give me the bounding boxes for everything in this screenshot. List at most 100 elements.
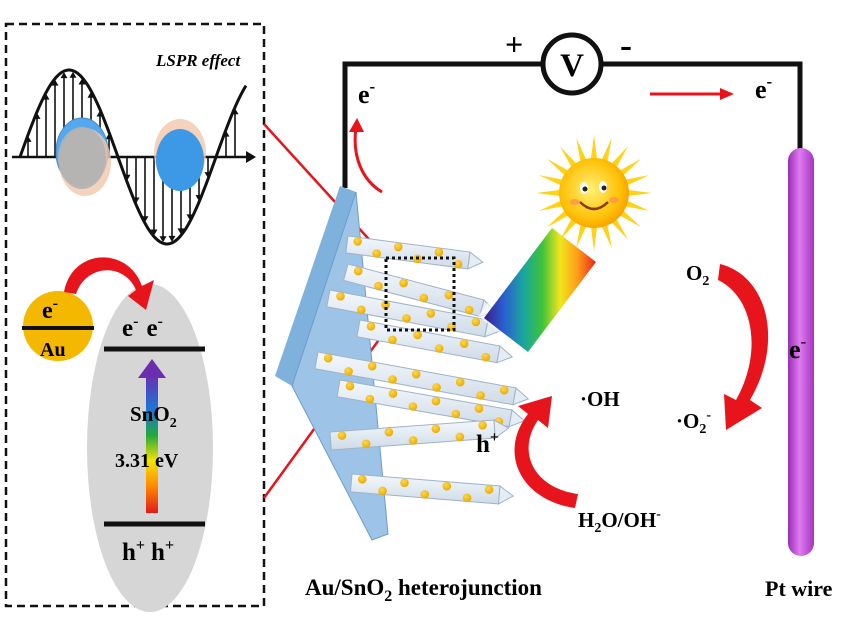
oxidation-reaction: ·OH h+ H2O/OH-: [476, 387, 661, 536]
nanorod-body: [345, 235, 471, 270]
au-nanoparticle: [400, 478, 409, 488]
au-nanoparticle: [471, 317, 481, 327]
au-nanoparticle: [353, 266, 363, 276]
au-nanoparticle: [381, 300, 390, 310]
au-nanoparticle: [365, 394, 375, 404]
sun-ray: [576, 137, 587, 162]
pt-wire-icon: [788, 148, 814, 556]
au-nanoparticle: [462, 493, 472, 503]
circuit-wire-right: [602, 61, 803, 152]
sun-ray: [601, 224, 612, 249]
au-nanoparticle: [459, 339, 469, 349]
au-nanoparticle: [434, 344, 444, 353]
pt-electron: e-: [789, 332, 807, 364]
au-nanoparticle: [353, 237, 362, 246]
au-nanoparticle: [367, 361, 377, 371]
sun-ray: [559, 218, 577, 240]
electron-label-left: e-: [358, 77, 376, 109]
sun-ray: [547, 210, 569, 228]
bandgap-arrow-shaft: [146, 375, 158, 513]
field-arrowhead: [51, 79, 59, 86]
superoxide-label: ·O2-: [676, 408, 711, 437]
au-nanoparticle: [474, 404, 484, 413]
au-nanoparticle: [388, 389, 398, 398]
electron-transfer-arrow: [64, 257, 154, 310]
au-nanoparticle: [420, 490, 430, 499]
sine-wave: [18, 68, 248, 246]
bandgap-value: 3.31 eV: [115, 450, 179, 472]
au-nanoparticle: [455, 432, 465, 442]
nanorod: [349, 473, 515, 505]
au-nanoparticle: [388, 335, 397, 345]
au-nanoparticle: [431, 424, 441, 434]
au-nanoparticle: [419, 293, 429, 303]
au-nanoparticle: [455, 377, 465, 387]
vb-holes: h+h+: [122, 537, 174, 566]
hydroxyl-radical: ·OH: [580, 387, 620, 411]
circuit-wire-left: [342, 61, 542, 188]
electron-flow-arrow-up: [353, 127, 383, 194]
rainbow-beam: [484, 228, 596, 352]
au-nanoparticle: [451, 409, 461, 419]
au-nanoparticle: [478, 421, 487, 430]
au-nanoparticle: [432, 383, 441, 392]
pt-cathode: e- Pt wire: [765, 148, 833, 601]
sun-ray: [601, 137, 612, 162]
heterojunction-caption: Au/SnO2 heterojunction: [305, 575, 542, 605]
sun-ray: [619, 210, 641, 228]
au-nanoparticle: [431, 396, 441, 406]
au-nanoparticle: [453, 259, 463, 269]
nanorod-tip: [512, 387, 530, 406]
sun-ray: [590, 135, 598, 160]
au-nanoparticle: [399, 278, 408, 288]
sun-ray: [547, 158, 569, 176]
sun-ray: [576, 224, 587, 249]
oxygen-label: O2: [686, 261, 709, 289]
sun-smile: [579, 201, 609, 211]
electron-label-right: e-: [755, 72, 773, 104]
au-nanoparticle: [411, 369, 421, 379]
positive-terminal: +: [505, 26, 523, 62]
au-nanoparticle: [366, 322, 376, 331]
pt-wire-label: Pt wire: [765, 576, 833, 601]
photoanode: [275, 186, 530, 541]
sun-ray: [536, 189, 561, 197]
sun-disc: [559, 158, 629, 228]
au-nanoparticle: [384, 427, 394, 437]
au-nanoparticle: [361, 439, 371, 449]
au-nanoparticle: [323, 353, 333, 363]
nanorod: [329, 419, 510, 451]
reduction-reaction: O2 ·O2-: [676, 261, 769, 437]
au-nanoparticle: [426, 309, 436, 318]
nanoparticle-left: [58, 127, 106, 189]
au-nanoparticle: [357, 305, 366, 315]
sun-ray: [627, 189, 652, 197]
field-arrowhead: [177, 228, 185, 235]
oxidation-arrow: [514, 396, 578, 508]
sun-icon: [536, 135, 652, 251]
au-nanoparticle: [444, 290, 454, 300]
bandgap-arrow-head: [138, 359, 166, 378]
field-arrowhead: [159, 236, 167, 243]
zoom-box: [384, 256, 456, 332]
sun-ray: [611, 218, 629, 240]
sun-ray: [625, 200, 650, 211]
au-nanoparticle: [372, 249, 382, 258]
au-nanoparticle: [337, 431, 347, 440]
au-nanoparticle: [442, 481, 452, 491]
au-electron: e-: [42, 295, 58, 324]
voltmeter-label: V: [560, 48, 584, 84]
au-nanoparticle: [484, 485, 494, 494]
au-nanoparticle: [408, 436, 418, 445]
negative-terminal: -: [620, 25, 632, 65]
au-nanoparticle: [336, 292, 345, 301]
au-nanoparticle: [434, 247, 444, 257]
nanorod-tip: [508, 409, 526, 428]
au-label: Au: [40, 339, 66, 361]
au-nanoparticle: [345, 381, 355, 391]
band-diagram: SnO2 3.31 eV e-e- h+h+ e- Au: [22, 257, 213, 612]
reduction-arrow: [718, 264, 769, 430]
nanorod-tip: [467, 251, 484, 270]
